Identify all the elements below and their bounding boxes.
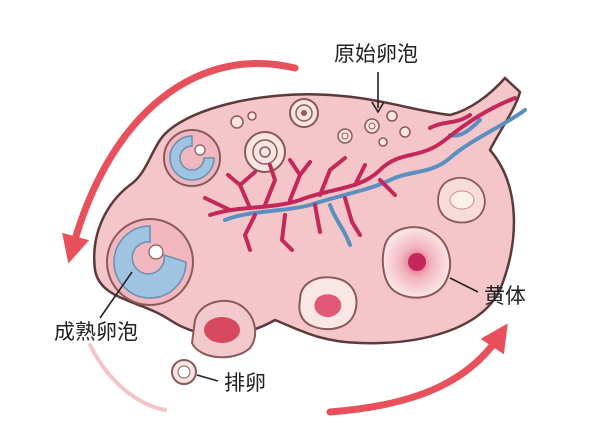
- growing-follicle-1: [289, 98, 319, 128]
- primordial-follicles: [230, 110, 411, 147]
- leader-lines: [99, 72, 479, 382]
- corpus-luteum: [381, 226, 452, 299]
- released-egg: [171, 359, 197, 385]
- label-ovulation: 排卵: [224, 371, 266, 395]
- arteries: [203, 96, 517, 252]
- growing-follicle-2: [244, 131, 286, 173]
- cycle-arrow-left: [62, 60, 299, 264]
- label-corpus-luteum: 黄体: [484, 284, 526, 308]
- corpus-albicans: [437, 176, 486, 224]
- cycle-arrow-bottom-left: [88, 343, 167, 412]
- label-mature-follicle: 成熟卵泡: [54, 320, 138, 344]
- cycle-arrow-right: [326, 323, 508, 416]
- mature-follicle: [106, 218, 194, 306]
- corpus-luteum-developing: [298, 276, 358, 331]
- label-primordial-follicle: 原始卵泡: [334, 42, 418, 66]
- ruptured-follicle: [190, 300, 257, 359]
- secondary-follicle: [163, 129, 221, 187]
